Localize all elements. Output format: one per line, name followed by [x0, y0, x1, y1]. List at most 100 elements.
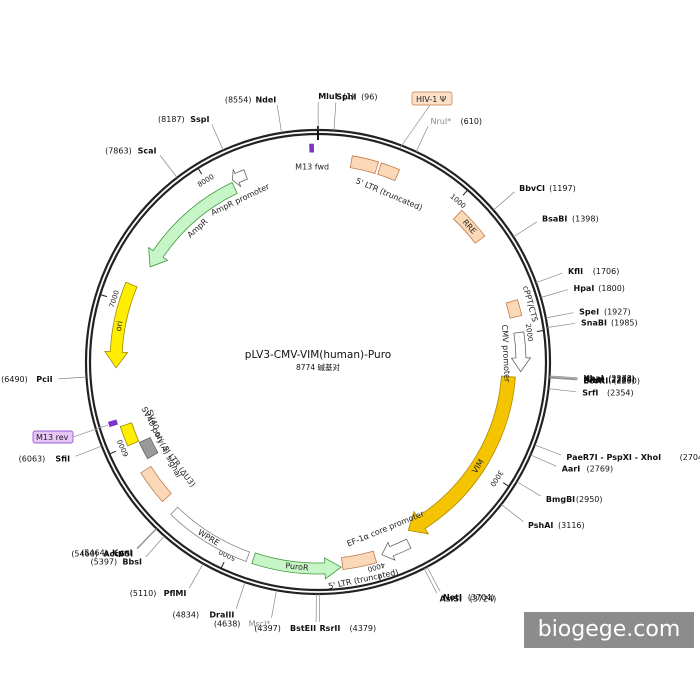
site-leader-bbvci [493, 191, 515, 211]
site-pos: (2704) [680, 453, 700, 462]
feature-cmv-promoter [510, 331, 532, 373]
site-name: PciI [36, 375, 52, 384]
site-pos: (3724) [470, 595, 497, 604]
site-ndei: NdeI(8554) [225, 95, 276, 104]
site-bmti: BmtI(2288) [583, 376, 634, 385]
site-leader-xbai [549, 375, 578, 379]
tick-label: 8000 [196, 173, 215, 189]
hiv-psi-callout: HIV-1 Ψ [399, 91, 453, 149]
site-name: PflMI [164, 589, 187, 598]
site-leader-sfii [75, 445, 102, 457]
site-name: BsaBI [542, 215, 567, 224]
site-pshai: PshAI (3116) [528, 521, 585, 530]
m13-rev-callout: M13 rev [32, 424, 109, 444]
site-leader-bbsi [145, 535, 165, 558]
site-pos: (2290) [613, 376, 640, 385]
site-leader-kfli [535, 272, 563, 283]
feature-cppt-cts [505, 299, 523, 319]
site-pos: (1800) [598, 284, 625, 293]
site-leader-bsabi [513, 221, 538, 238]
site-name: BmgBI [546, 495, 575, 504]
label-cmv: CMV promoter [500, 324, 512, 383]
site-leader-spei [545, 312, 574, 319]
site-leader-paer7i-pspxi-xhoi [534, 444, 561, 456]
site-kpni: KpnI (5464) [81, 549, 132, 558]
site-pos: (5110) [130, 589, 157, 598]
tick-mark [536, 330, 544, 332]
site-snabi: SnaBI(1985) [581, 318, 638, 327]
site-aari: AarI(2769) [562, 465, 613, 474]
site-nhei: NheI (2284) [583, 375, 634, 384]
tick-mark [197, 167, 203, 175]
feature-ampr [148, 182, 238, 268]
site-name: KpnI [112, 549, 133, 558]
site-pos: (2950) [576, 495, 603, 504]
site-pos: (1985) [611, 318, 638, 327]
plasmid-title: pLV3-CMV-VIM(human)-Puro [245, 349, 391, 361]
site-srfi: SrfI(2354) [582, 389, 633, 398]
site-name: HpaI [574, 284, 595, 293]
site-acc65i: Acc65I(5460) [71, 549, 133, 558]
site-pos: (2284) [608, 375, 635, 384]
feature-5-ltr-truncated [349, 155, 379, 174]
site-leader-acc65i [137, 528, 158, 550]
site-leader-pflmi [189, 563, 204, 589]
site-name: BstEII [290, 624, 316, 633]
site-pos: (2769) [587, 465, 614, 474]
site-hpai: HpaI(1800) [574, 284, 625, 293]
site-name: SspI [190, 115, 209, 124]
feature-sv40-poly-a-signal [138, 436, 159, 460]
site-leader-pcii [58, 376, 87, 380]
tick-label: 1000 [448, 192, 467, 210]
site-xbai: XbaI(2278) [584, 374, 635, 383]
site-name: EcoRI [583, 376, 608, 385]
site-name: RsrII [320, 624, 341, 633]
site-noti: NotI(3704) [443, 593, 494, 602]
site-name: NheI [583, 375, 604, 384]
site-bmgbi: BmgBI(2950) [546, 495, 603, 504]
site-pos: (610) [461, 117, 483, 126]
m13-rev-label: M13 rev [36, 433, 69, 442]
site-sspi: SspI(8187) [158, 115, 209, 124]
label-sv40ori: SV40 ori [145, 408, 166, 443]
tick-mark [220, 561, 225, 569]
site-pos: (5460) [71, 549, 98, 558]
site-leader-hpai [540, 289, 568, 298]
site-paer7i-pspxi-xhoi: PaeR7I - PspXI - XhoI(2704) [566, 453, 700, 462]
site-asisi: AsiSI(3724) [440, 595, 497, 604]
tick-mark [502, 482, 510, 487]
site-pos: (3116) [558, 521, 585, 530]
site-scai: ScaI(7863) [105, 147, 156, 156]
feature-m13-fwd [309, 143, 315, 153]
feature-puror [251, 552, 342, 580]
site-pos: (4397) [254, 624, 281, 633]
site-pos: (1) [343, 92, 354, 101]
label-cppt: cPPT/CTS [521, 285, 540, 323]
backbone-outer-ring [84, 128, 552, 596]
backbone-inner-ring [88, 132, 548, 592]
label-ori: ori [114, 320, 125, 332]
site-pflmi: PflMI (5110) [130, 589, 187, 598]
site-pos: (1927) [604, 308, 631, 317]
site-name: NruI* [431, 117, 452, 126]
site-name: SphI [336, 93, 356, 102]
site-name: NotI [443, 593, 462, 602]
tick-mark [109, 450, 117, 455]
site-leader-ndei [276, 105, 282, 133]
site-name: SrfI [582, 389, 598, 398]
tick-mark [462, 189, 469, 196]
site-pos: (2278) [608, 374, 635, 383]
site-name: PshAI [528, 521, 553, 530]
site-name: MluI [318, 92, 337, 101]
site-pcii: PciI(6490) [1, 375, 52, 384]
tick-mark [377, 574, 381, 582]
site-leader-sphi [333, 102, 337, 131]
plasmid-size: 8774 碱基对 [296, 362, 340, 372]
site-draiii: DraIII(4834) [172, 610, 234, 619]
site-leader-msci [271, 590, 277, 618]
site-pos: (5464) [81, 549, 108, 558]
label-ltr5: 5' LTR (truncated) [354, 176, 423, 212]
site-name: MscI* [249, 620, 271, 629]
label-puror: PuroR [285, 561, 310, 572]
